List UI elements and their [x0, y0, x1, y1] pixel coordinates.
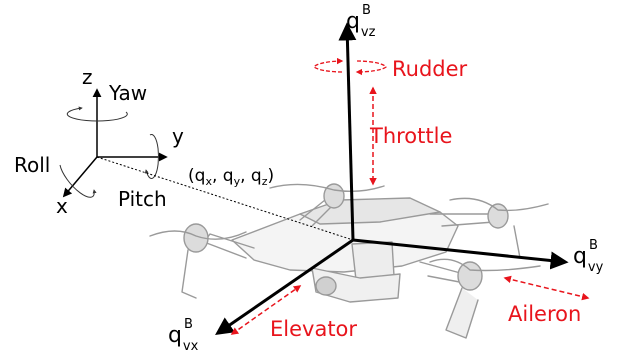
propeller-back-left [269, 183, 385, 193]
propeller-front-right [429, 258, 541, 272]
rudder-arrow-right [355, 60, 387, 76]
leg-back-right [513, 225, 521, 259]
elevator-arrow [230, 285, 302, 335]
yaw-rotation-arrow [66, 106, 128, 122]
roll-label: Roll [14, 153, 50, 177]
world-frame: z y x Yaw Roll Pitch [14, 65, 184, 218]
elevator-label: Elevator [270, 317, 357, 341]
world-x-label: x [56, 194, 68, 218]
yaw-label: Yaw [108, 81, 147, 105]
pitch-label: Pitch [118, 187, 167, 211]
body-y-axis [352, 238, 569, 270]
pitch-rotation-arrow [144, 134, 159, 179]
motor-front-left [183, 223, 209, 253]
leg-front-right [445, 287, 479, 339]
motor-front-right [457, 261, 483, 291]
throttle-label: Throttle [369, 124, 452, 148]
aileron-label: Aileron [508, 302, 581, 326]
drone-front-nose [311, 267, 401, 303]
propeller-back-right [449, 197, 549, 212]
roll-rotation-arrow [59, 164, 97, 198]
drone-illustration [149, 183, 549, 339]
leg-front-left [181, 249, 197, 299]
drone-camera-housing [351, 241, 395, 281]
position-label: (qx, qy, qz) [188, 166, 274, 188]
world-y-label: y [172, 124, 184, 148]
body-z-axis [338, 22, 357, 241]
motor-front-center [315, 276, 337, 296]
world-z-label: z [82, 65, 93, 89]
position-dotted-line [96, 156, 354, 241]
propeller-front-left [149, 230, 247, 240]
rudder-label: Rudder [392, 57, 468, 81]
world-x-axis [62, 156, 98, 198]
control-inputs: Rudder Throttle Aileron Elevator [230, 57, 590, 341]
motor-back-right [487, 203, 509, 229]
aileron-arrow [503, 275, 590, 301]
rudder-arrow-left [313, 57, 344, 73]
